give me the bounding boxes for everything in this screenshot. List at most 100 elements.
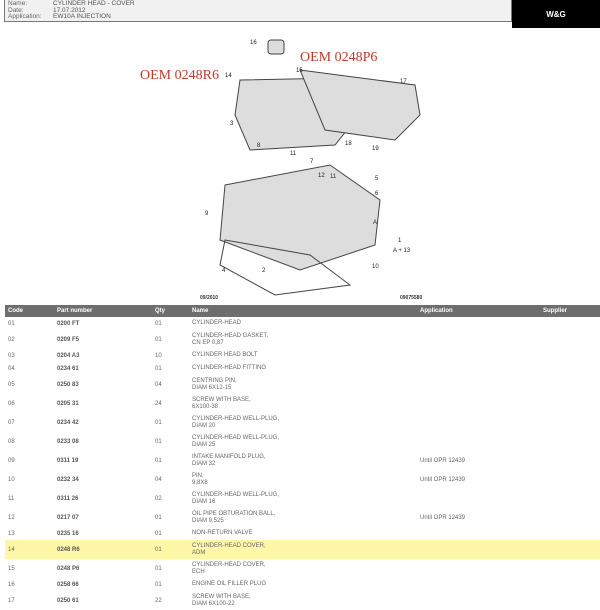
table-row[interactable]: 03 0204 A3 10 CYLINDER HEAD BOLT (5, 349, 600, 362)
name-cell: CYLINDER-HEAD COVER,ADM (192, 543, 420, 557)
logo-text: W&G (546, 9, 566, 19)
part-number-cell: 0204 A3 (57, 352, 80, 359)
code-cell: 04 (8, 365, 15, 372)
qty-cell: 01 (155, 336, 162, 343)
name-cell: CYLINDER-HEAD GASKET,CN EP 0,87 (192, 333, 420, 347)
name-line: ENGINE OIL FILLER PLUG (192, 581, 267, 587)
code-cell: 10 (8, 476, 15, 483)
field-value: EW10A INJECTION (53, 13, 111, 20)
oem-label-right: OEM 0248P6 (300, 50, 378, 65)
qty-cell: 04 (155, 476, 162, 483)
field-label: Name: (8, 0, 28, 7)
table-row[interactable]: 13 0235 16 01 NON-RETURN VALVE (5, 527, 600, 540)
name-line: SCREW WITH BASE, (192, 396, 251, 403)
callout-label: 7 (310, 159, 314, 165)
part-number-cell: 0235 16 (57, 530, 79, 537)
name-cell: ENGINE OIL FILLER PLUG (192, 581, 420, 588)
callout-label: 15 (296, 68, 303, 74)
application-cell: Until OPR 12439 (420, 514, 466, 521)
code-cell: 08 (8, 438, 15, 445)
code-cell: 06 (8, 400, 15, 407)
callout-label: 8 (257, 143, 261, 149)
callout-label: 10 (372, 264, 379, 270)
callout-label: A + 13 (393, 248, 411, 254)
callout-label: 16 (250, 40, 257, 46)
name-line: NON-RETURN VALVE (192, 530, 253, 536)
part-number-cell: 0205 31 (57, 400, 79, 407)
name-line: CYLINDER-HEAD (192, 320, 242, 326)
code-cell: 14 (8, 546, 15, 553)
callout-label: 19 (372, 146, 379, 152)
name-cell: CYLINDER-HEAD FITTING (192, 365, 420, 372)
name-line: CYLINDER-HEAD COVER, (192, 542, 266, 549)
qty-cell: 02 (155, 495, 162, 502)
name-cell: NON-RETURN VALVE (192, 530, 420, 537)
name-line: DIAM 9,525 (192, 517, 224, 524)
qty-cell: 22 (155, 597, 162, 604)
name-line: ECH (192, 568, 205, 575)
field-label: Date: (8, 6, 24, 14)
part-number-cell: 0217 07 (57, 514, 79, 521)
qty-cell: 01 (155, 514, 162, 521)
name-cell: CYLINDER-HEAD WELL-PLUG,DIAM 20 (192, 416, 420, 430)
name-line: CENTRING PIN, (192, 377, 237, 384)
part-number-cell: 0250 61 (57, 597, 79, 604)
code-cell: 13 (8, 530, 15, 537)
name-cell: CYLINDER-HEAD (192, 320, 420, 327)
application-cell: Until OPR 12439 (420, 476, 466, 483)
callout-label: 3 (230, 121, 234, 127)
qty-cell: 10 (155, 352, 162, 359)
part-number-cell: 0248 R6 (57, 546, 80, 553)
qty-cell: 04 (155, 381, 162, 388)
name-line: 6X100-38 (192, 403, 219, 410)
code-cell: 16 (8, 581, 15, 588)
application-cell: Until OPR 12439 (420, 457, 466, 464)
part-number-cell: 0234 61 (57, 365, 79, 372)
name-line: CN EP 0,87 (192, 339, 224, 346)
col-qty: Qty (155, 308, 166, 314)
oem-label-left: OEM 0248R6 (140, 68, 219, 83)
name-line: CYLINDER-HEAD WELL-PLUG, (192, 434, 280, 441)
cover-ech (299, 69, 421, 141)
col-code: Code (8, 308, 23, 314)
name-line: OIL PIPE OBTURATION BALL, (192, 510, 276, 517)
callout-label: 11 (330, 174, 337, 180)
name-line: CYLINDER-HEAD COVER, (192, 561, 266, 568)
part-number-cell: 0311 26 (57, 495, 79, 502)
name-cell: PIN,9,8X8 (192, 473, 420, 487)
code-cell: 15 (8, 565, 15, 572)
callout-label: 2 (262, 268, 266, 274)
name-cell: CENTRING PIN,DIAM 6X12-15 (192, 378, 420, 392)
col-application: Application (420, 308, 453, 314)
name-line: DIAM 20 (192, 422, 216, 429)
name-cell: INTAKE MANIFOLD PLUG,DIAM 32 (192, 454, 420, 468)
name-line: CYLINDER HEAD BOLT (192, 352, 258, 358)
qty-cell: 01 (155, 530, 162, 537)
callout-label: 12 (318, 173, 325, 179)
name-cell: CYLINDER HEAD BOLT (192, 352, 420, 359)
name-line: DIAM 6X12-15 (192, 384, 232, 391)
part-number-cell: 0248 P6 (57, 565, 80, 572)
code-cell: 03 (8, 352, 15, 359)
field-value: 17.07.2012 (53, 6, 86, 14)
cylinder-head (219, 164, 381, 271)
qty-cell: 01 (155, 419, 162, 426)
table-header: Code Part number Qty Name Application Su… (5, 305, 600, 317)
